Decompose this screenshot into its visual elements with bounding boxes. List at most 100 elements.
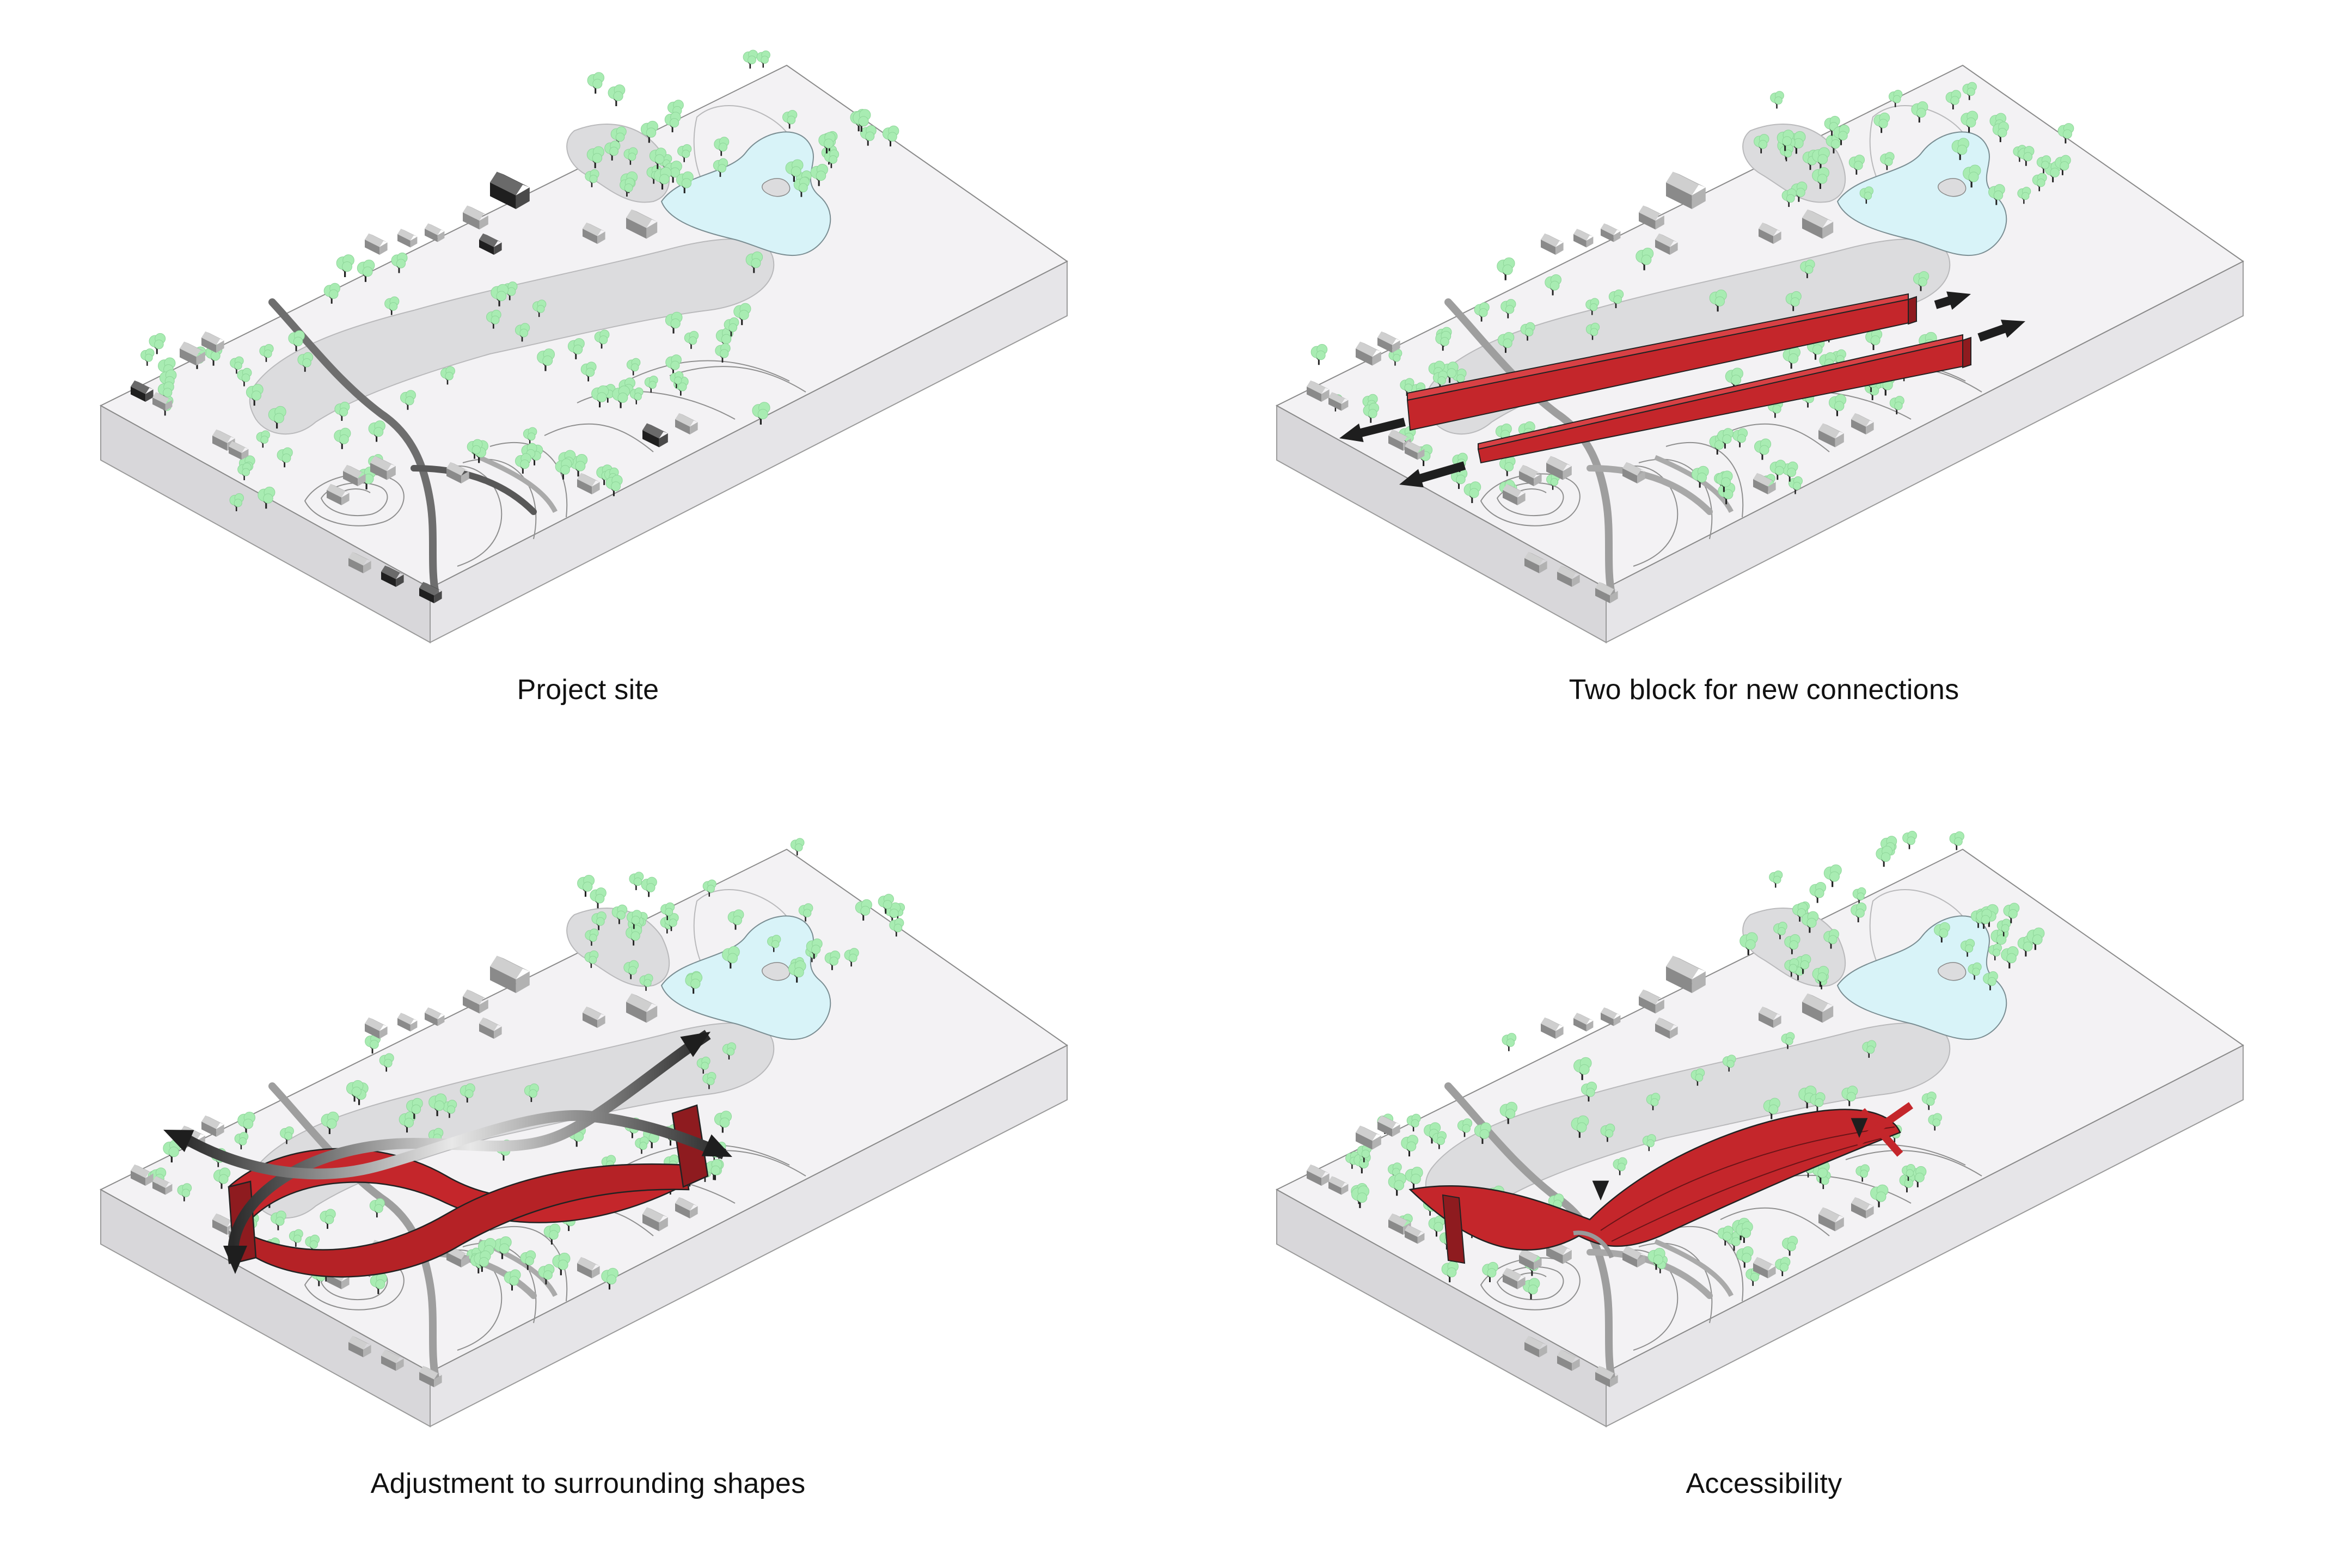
tree-icon xyxy=(1716,470,1733,492)
tree-icon xyxy=(714,137,730,156)
house-icon xyxy=(365,233,388,255)
tree-icon xyxy=(1921,1091,1937,1110)
tree-icon xyxy=(543,1223,561,1245)
house-icon xyxy=(419,581,442,603)
tree-icon xyxy=(790,838,805,856)
tree-icon xyxy=(640,120,658,143)
tree-icon xyxy=(713,158,728,177)
arrow-west-head xyxy=(163,1130,194,1152)
house-icon xyxy=(1759,1006,1781,1028)
tree-icon xyxy=(878,893,894,914)
tree-icon xyxy=(586,146,604,168)
tree-icon xyxy=(798,903,813,922)
tree-icon xyxy=(722,1042,737,1059)
tree-icon xyxy=(1862,1040,1877,1058)
lake-island xyxy=(762,178,791,197)
site-diagram-project-site xyxy=(99,50,1068,644)
tree-icon xyxy=(1647,1247,1665,1270)
house-icon xyxy=(1503,1267,1526,1289)
house-icon xyxy=(1622,1246,1645,1267)
tree-icon xyxy=(724,317,739,336)
arrow-east-1-head xyxy=(1946,291,1971,310)
tree-icon xyxy=(503,281,518,301)
tree-icon xyxy=(1945,90,1962,109)
tree-icon xyxy=(1608,289,1624,308)
side-road xyxy=(411,465,537,515)
tree-icon xyxy=(1636,248,1654,271)
tree-icon xyxy=(157,381,174,402)
tree-icon xyxy=(702,1071,716,1089)
house-icon xyxy=(343,464,366,486)
access-arrow-2-head xyxy=(1851,1118,1868,1138)
tree-icon xyxy=(702,879,716,897)
house-icon xyxy=(381,565,404,587)
house-icon xyxy=(1519,464,1542,486)
tree-icon xyxy=(379,1053,394,1072)
arrow-west-1 xyxy=(1358,418,1406,438)
tree-icon xyxy=(256,430,271,448)
tree-icon xyxy=(882,125,899,146)
house-icon xyxy=(1503,483,1526,505)
access-arrow-1-head xyxy=(1592,1180,1609,1200)
tree-icon xyxy=(1911,101,1928,123)
tree-icon xyxy=(1841,1086,1858,1106)
tree-icon xyxy=(520,1250,536,1270)
house-icon xyxy=(1851,1197,1874,1218)
tree-icon xyxy=(1992,121,2009,143)
tree-icon xyxy=(277,447,293,468)
tree-icon xyxy=(591,385,609,408)
tree-icon xyxy=(1781,188,1797,207)
tree-group xyxy=(148,838,905,1294)
tree-icon xyxy=(1763,1098,1780,1119)
tree-icon xyxy=(1783,346,1801,369)
tree-icon xyxy=(1522,1278,1540,1300)
tree-icon xyxy=(1769,460,1786,480)
tree-icon xyxy=(580,362,597,382)
tree-group xyxy=(140,50,899,511)
house-icon xyxy=(180,341,205,366)
tree-icon xyxy=(1545,274,1562,296)
tree-icon xyxy=(177,1183,192,1202)
tree-icon xyxy=(1520,322,1535,341)
tree-icon xyxy=(514,323,530,342)
house-icon xyxy=(1356,341,1381,366)
tree-icon xyxy=(806,938,823,959)
lake-island xyxy=(762,962,791,981)
tree-icon xyxy=(246,384,264,406)
tree-icon xyxy=(743,50,758,69)
tree-icon xyxy=(538,1264,555,1285)
tree-icon xyxy=(1873,112,1890,133)
house-icon xyxy=(131,1164,154,1186)
tree-icon xyxy=(1722,1055,1736,1072)
tree-icon xyxy=(460,1083,475,1103)
house-icon xyxy=(675,1197,698,1218)
tree-icon xyxy=(368,420,385,442)
tree-icon xyxy=(1400,378,1414,396)
house-icon xyxy=(1557,565,1580,587)
tree-icon xyxy=(384,296,400,315)
tree-icon xyxy=(818,132,836,154)
arrow-west-2-head xyxy=(1399,469,1424,488)
caption-two-block: Two block for new connections xyxy=(1569,674,1959,706)
lake-island xyxy=(1938,178,1967,197)
house-icon xyxy=(381,1349,404,1371)
overlay-blocks xyxy=(1339,291,2025,488)
path-road xyxy=(478,455,558,513)
tree-icon xyxy=(2057,123,2074,144)
house-icon xyxy=(675,413,698,434)
tree-icon xyxy=(259,344,274,362)
house-icon xyxy=(583,222,605,244)
tree-icon xyxy=(1902,1163,1915,1181)
house-icon xyxy=(1655,1017,1678,1039)
tree-icon xyxy=(577,874,595,897)
tree-icon xyxy=(605,475,623,497)
house-icon xyxy=(365,1017,388,1039)
house-icon xyxy=(1595,581,1618,603)
main-road xyxy=(1444,298,1615,597)
main-road xyxy=(268,1082,439,1381)
tree-icon xyxy=(321,1111,339,1135)
tree-icon xyxy=(532,299,547,317)
tree-icon xyxy=(1450,468,1468,489)
house-icon xyxy=(1546,456,1572,480)
tree-icon xyxy=(1732,428,1748,448)
